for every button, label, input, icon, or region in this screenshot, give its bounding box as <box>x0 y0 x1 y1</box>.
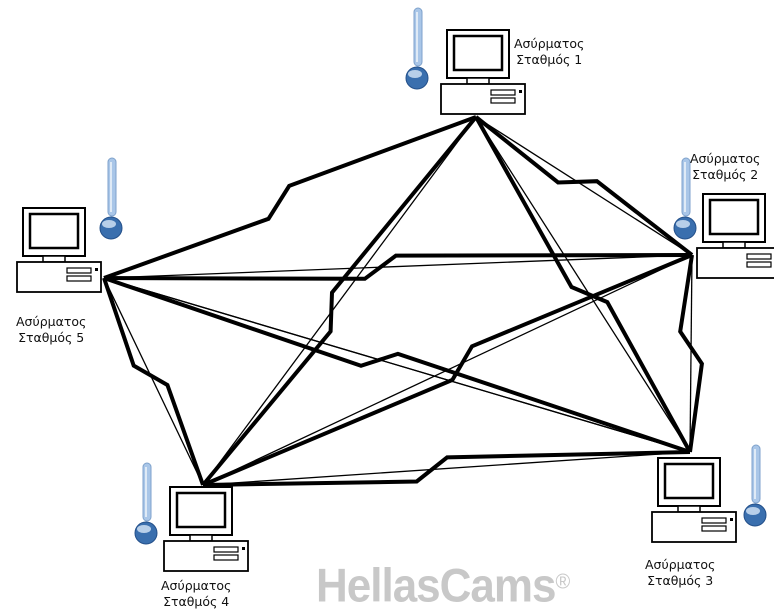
power-led <box>519 90 522 93</box>
link-s5-s4 <box>103 277 204 486</box>
station-2-line2: Σταθμός 2 <box>692 167 759 182</box>
link-s1-s2 <box>475 116 693 256</box>
power-led <box>730 518 733 521</box>
drive-bay <box>213 546 239 553</box>
wireless-link-s4-s3 <box>202 450 691 487</box>
antenna-highlight <box>684 162 686 212</box>
drive-bay <box>490 89 516 96</box>
antenna-base-top <box>676 220 690 228</box>
drive-bay <box>701 517 727 524</box>
wireless-link-s2-s4 <box>202 253 693 487</box>
station-label-4: Ασύρματος Σταθμός 4 <box>161 578 231 610</box>
wireless-link-s5-s2 <box>103 253 693 281</box>
monitor-stand <box>189 534 213 542</box>
station-label-3: Ασύρματος Σταθμός 3 <box>645 557 715 589</box>
station-s1 <box>405 7 526 115</box>
wireless-link-s2-s3 <box>678 254 704 453</box>
drive-bay <box>746 253 772 260</box>
station-label-2: Ασύρματος Σταθμός 2 <box>690 151 760 183</box>
station-layer <box>16 7 774 572</box>
antenna-highlight <box>416 12 418 62</box>
drive-bay <box>701 525 727 532</box>
station-1-line2: Σταθμός 1 <box>516 52 583 67</box>
monitor-screen <box>28 212 80 250</box>
wireless-link-s5-s4 <box>102 277 205 486</box>
link-s2-s5 <box>103 254 693 279</box>
link-s2-s3 <box>689 254 693 453</box>
station-s3 <box>651 444 767 543</box>
antenna-highlight <box>145 467 147 517</box>
station-5-line1: Ασύρματος <box>16 314 87 329</box>
drive-bay <box>746 261 772 268</box>
station-3-line1: Ασύρματος <box>645 557 716 572</box>
link-s1-s3 <box>475 116 691 453</box>
link-s1-s4 <box>202 116 477 486</box>
drive-bay <box>213 554 239 561</box>
power-led <box>95 268 98 271</box>
station-5-line2: Σταθμός 5 <box>18 330 85 345</box>
link-s4-s3 <box>202 451 691 486</box>
station-s4 <box>134 462 249 572</box>
monitor-screen <box>663 462 715 500</box>
station-label-1: Ασύρματος Σταθμός 1 <box>514 36 584 68</box>
antenna-base-top <box>137 525 151 533</box>
drive-bay <box>490 97 516 104</box>
wireless-link-s3-s1 <box>474 116 692 453</box>
antenna-base-top <box>408 70 422 78</box>
power-led <box>242 547 245 550</box>
drive-bay <box>66 267 92 274</box>
wireless-link-s5-s1 <box>103 115 477 280</box>
station-s2 <box>673 157 774 279</box>
station-1-line1: Ασύρματος <box>514 36 585 51</box>
station-3-line2: Σταθμός 3 <box>647 573 714 588</box>
link-s5-s3 <box>103 277 691 453</box>
antenna-base-top <box>102 220 116 228</box>
pc-case <box>440 83 526 115</box>
station-label-5: Ασύρματος Σταθμός 5 <box>16 314 86 346</box>
hellascams-watermark: HellasCams® <box>316 559 570 613</box>
station-4-line1: Ασύρματος <box>161 578 232 593</box>
antenna-highlight <box>754 449 756 499</box>
monitor-screen <box>708 198 760 236</box>
monitor-stand <box>466 77 490 85</box>
drive-bay <box>66 275 92 282</box>
station-4-line2: Σταθμός 4 <box>163 594 230 609</box>
station-s5 <box>16 157 123 293</box>
wireless-link-s1-s2 <box>474 115 694 257</box>
station-2-line1: Ασύρματος <box>690 151 761 166</box>
link-layer <box>102 115 704 487</box>
antenna-base-top <box>746 507 760 515</box>
wireless-link-s5-s3 <box>103 276 691 454</box>
wireless-link-s4-s1 <box>201 115 478 487</box>
monitor-screen <box>452 34 504 72</box>
antenna-highlight <box>110 162 112 212</box>
monitor-screen <box>175 491 227 529</box>
